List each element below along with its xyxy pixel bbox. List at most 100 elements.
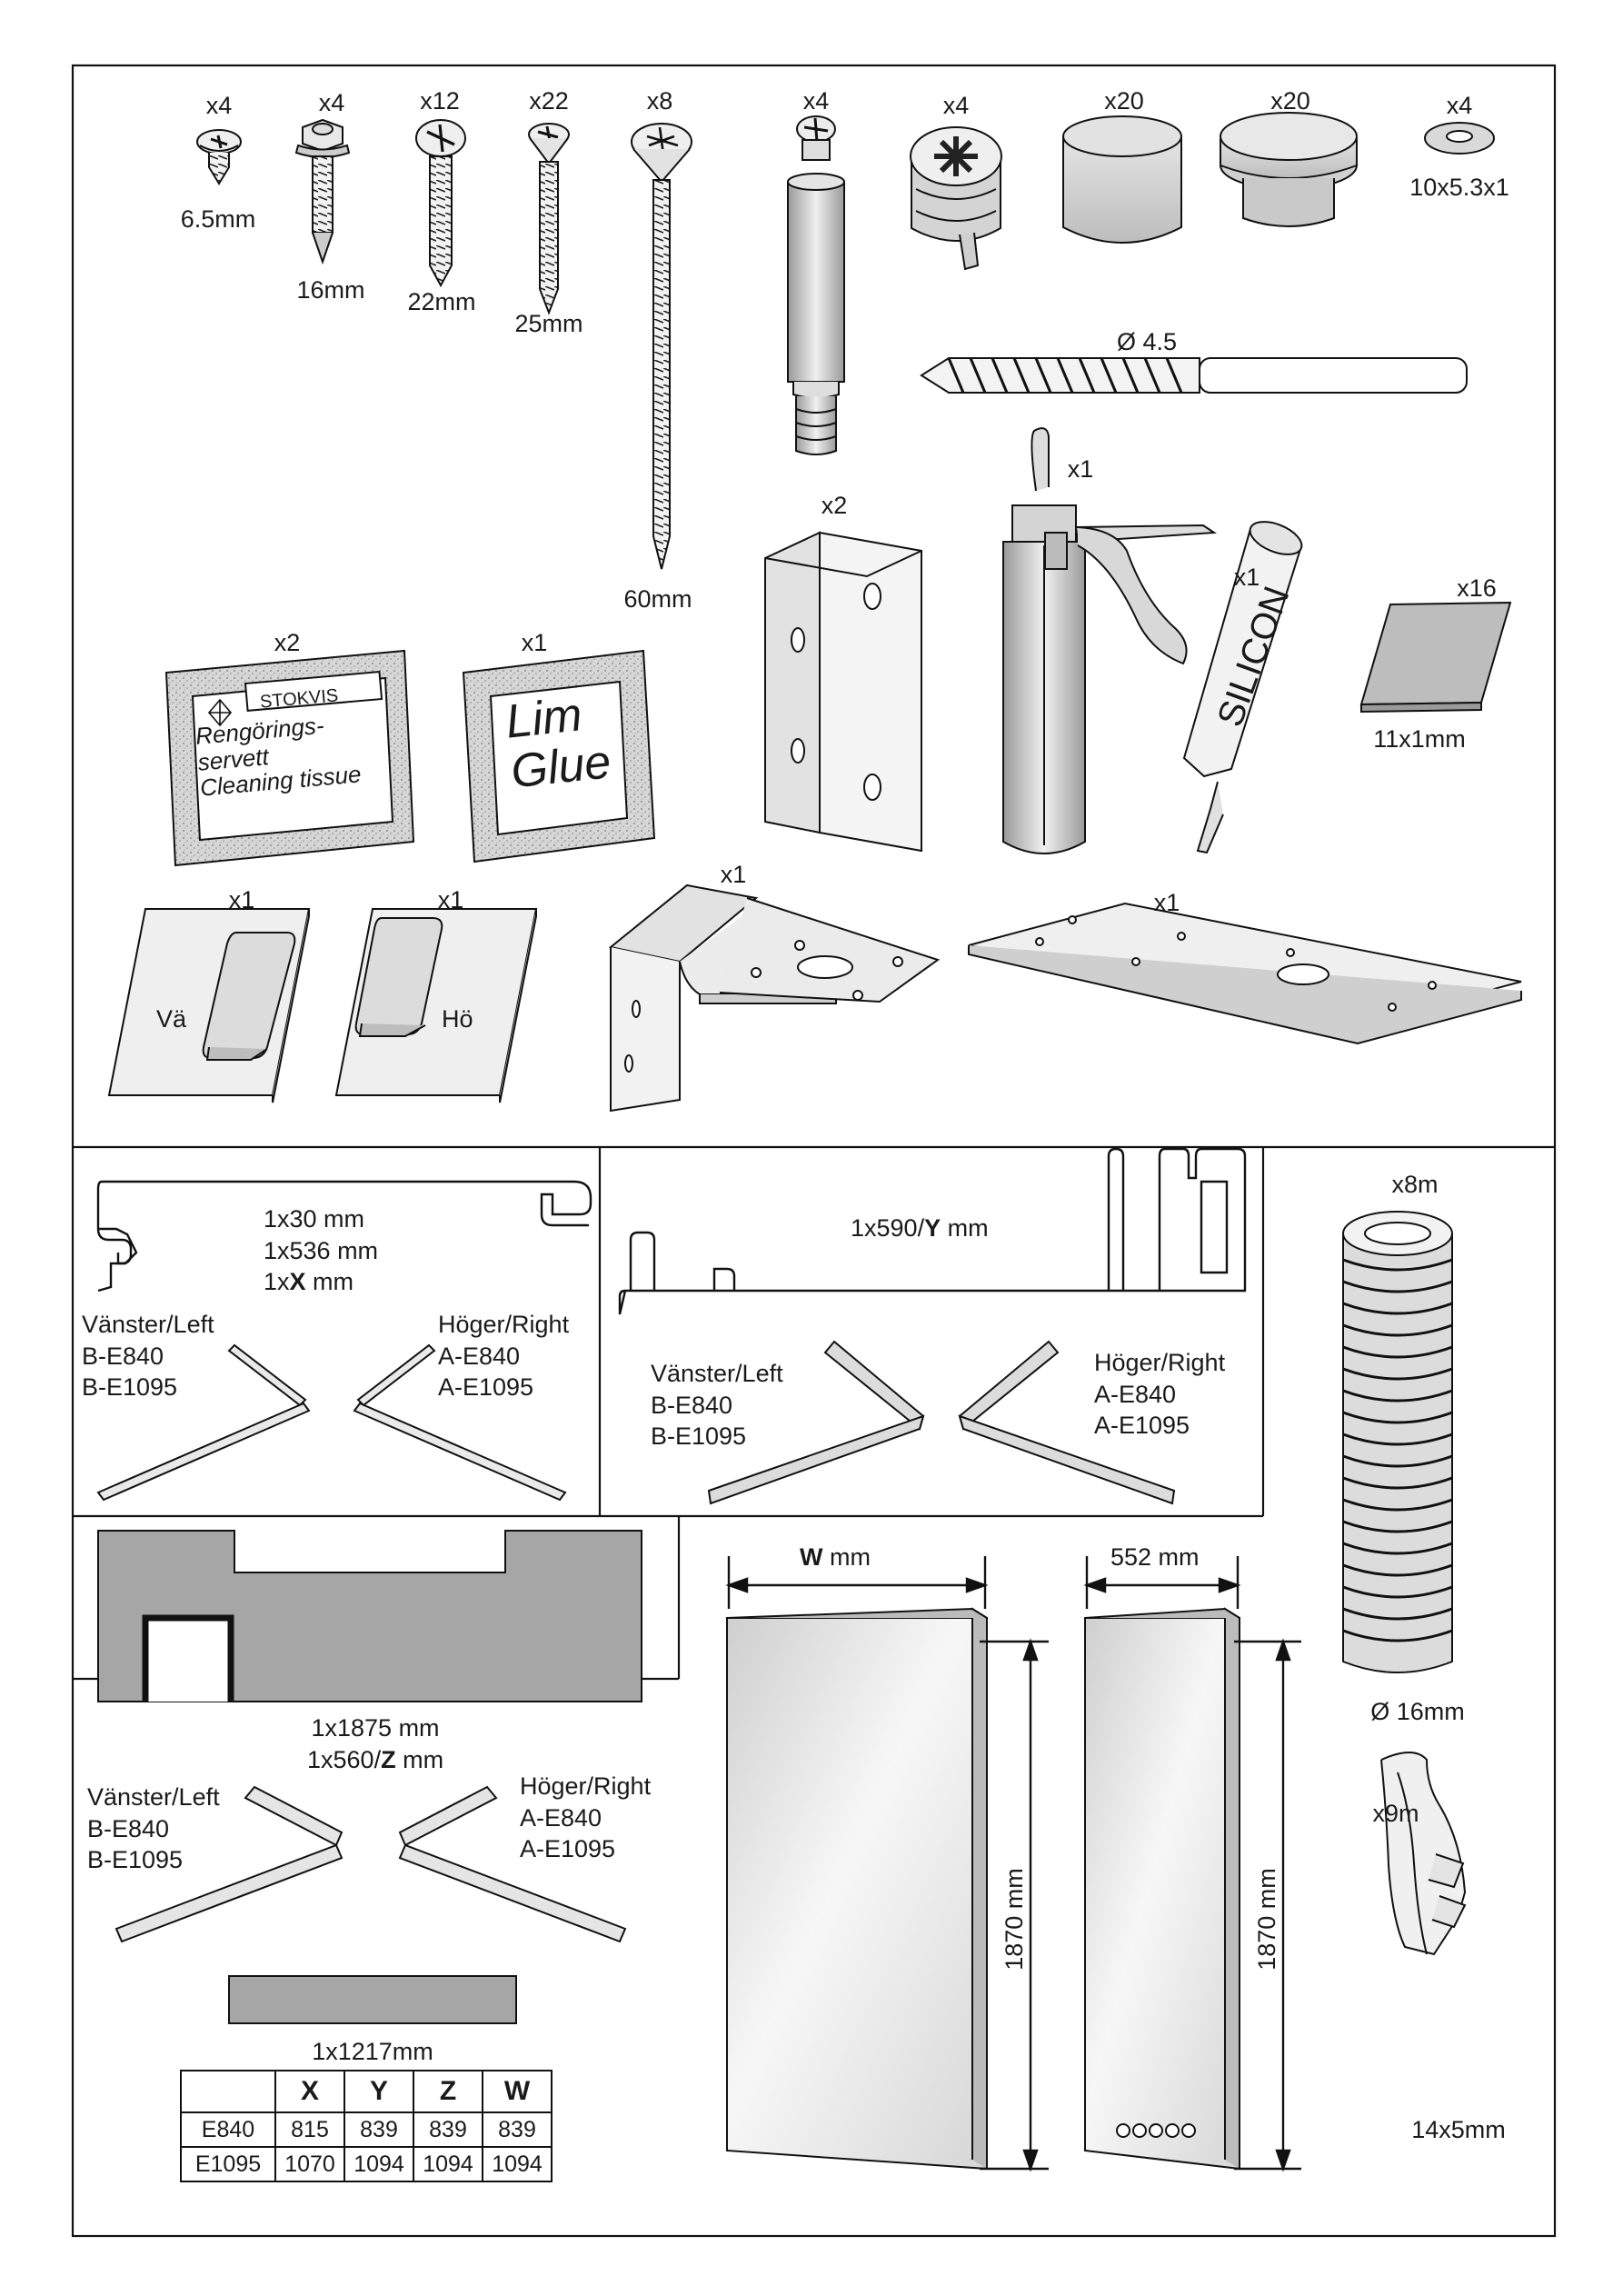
plate-profile-right-title: Höger/Right: [520, 1772, 652, 1800]
screw-small-size: 6.5mm: [180, 205, 256, 233]
seal-hose-drawing: [1342, 1211, 1453, 1673]
plate-profile-left-codes: Vänster/Left B-E840 B-E1095: [87, 1782, 220, 1876]
track-profile-right-codes: Höger/Right A-E840 A-E1095: [1094, 1347, 1225, 1442]
screw-60-size: 60mm: [623, 585, 692, 613]
table-header-cell: X: [274, 2070, 345, 2113]
top-profile-drawing: [96, 1180, 592, 1293]
tissue-text: Rengörings- servett Cleaning tissue: [194, 710, 363, 802]
plate-profile-left-code1: B-E840: [87, 1814, 170, 1842]
foot-cap-drawing: [1062, 115, 1182, 244]
plug-cap-drawing: [1220, 112, 1358, 227]
table-cell: 839: [413, 2111, 483, 2148]
panel-narrow-width-label: 552 mm: [1110, 1543, 1200, 1571]
washer-size: 10x5.3x1: [1409, 174, 1509, 201]
dimension-table: X Y Z W E840 815 839 839 839 E1095 1070 …: [180, 2070, 553, 2182]
table-row: E840 815 839 839 839: [180, 2111, 553, 2148]
bar-drawing: [228, 1975, 517, 2024]
top-profile-left-codes: Vänster/Left B-E840 B-E1095: [82, 1309, 214, 1403]
screw-small-qty: x4: [205, 92, 233, 119]
left-block-qty: x1: [228, 886, 255, 913]
table-cell: E1095: [180, 2146, 276, 2182]
track-profile-right-code2: A-E1095: [1094, 1412, 1190, 1440]
screw-22-qty: x12: [420, 87, 460, 115]
table-header-cell: Z: [413, 2070, 483, 2113]
plate-profile-line2: 1x560/Z mm: [307, 1745, 444, 1773]
height-dimension-line-wide: [980, 1638, 1049, 2172]
dimension-table-header: X Y Z W: [180, 2070, 553, 2113]
cam-lock-qty: x4: [942, 92, 970, 119]
plate-profile-corner-pieces: [115, 1785, 627, 1943]
angle-bracket-drawing: [764, 531, 922, 853]
track-profile-left-title: Vänster/Left: [651, 1360, 783, 1387]
caulking-gun-qty: x1: [1067, 455, 1094, 483]
top-profile-left-code2: B-E1095: [82, 1373, 178, 1402]
track-profile-corner-pieces: [707, 1340, 1176, 1505]
glass-panel-wide: [726, 1607, 988, 2171]
top-profile-line3: 1xX mm: [264, 1268, 354, 1296]
panel-narrow-height-label: 1870 mm: [1252, 1868, 1280, 1971]
tissue-qty: x2: [274, 629, 301, 656]
cleaning-tissue-drawing: [164, 649, 415, 867]
top-profile-right-code1: A-E840: [438, 1342, 521, 1370]
screw-hex-drawing: [294, 118, 351, 265]
drill-bit-size: Ø 4.5: [1116, 328, 1178, 355]
flat-plate-qty: x1: [1153, 889, 1180, 916]
height-dimension-line-narrow: [1234, 1638, 1301, 2172]
washer-qty: x4: [1446, 92, 1473, 119]
top-profile-left-title: Vänster/Left: [82, 1311, 214, 1338]
shim-size: 11x1mm: [1373, 725, 1466, 753]
screw-small-drawing: [196, 129, 242, 185]
track-profile-drawing: [618, 1147, 1247, 1315]
foot-cap-qty: x20: [1104, 87, 1144, 115]
track-profile-right-title: Höger/Right: [1094, 1349, 1226, 1376]
seal-strip-drawing: [1380, 1752, 1467, 1956]
plate-profile-sizes: 1x1875 mm 1x560/Z mm: [307, 1712, 443, 1775]
top-profile-sizes: 1x30 mm 1x536 mm 1xX mm: [264, 1203, 378, 1298]
table-row: E1095 1070 1094 1094 1094: [180, 2146, 553, 2182]
table-cell: 839: [344, 2111, 414, 2148]
glass-panel-narrow: [1084, 1607, 1240, 2171]
z-bracket-drawing: [608, 883, 941, 1113]
strip-size: 14x5mm: [1411, 2116, 1506, 2143]
plate-profile-right-code1: A-E840: [520, 1803, 602, 1832]
caulking-gun-drawing: [1002, 427, 1218, 854]
top-profile-left-code1: B-E840: [82, 1342, 164, 1370]
screw-22-drawing: [415, 119, 466, 288]
left-block-drawing: [107, 908, 311, 1103]
track-profile-left-code2: B-E1095: [651, 1423, 747, 1451]
cam-bolt-drawing: [787, 115, 845, 455]
plate-profile-line1: 1x1875 mm: [311, 1714, 440, 1742]
shim-drawing: [1359, 601, 1512, 714]
plug-cap-qty: x20: [1270, 87, 1310, 115]
table-cell: E840: [180, 2111, 276, 2148]
screw-22-size: 22mm: [407, 288, 476, 315]
table-cell: 839: [482, 2111, 553, 2148]
top-profile-right-code2: A-E1095: [438, 1373, 534, 1402]
flat-plate-drawing: [968, 902, 1522, 1045]
right-block-label: Hö: [442, 1005, 473, 1033]
silicone-tube-drawing: [1182, 521, 1303, 854]
hose-qty: x8m: [1391, 1171, 1439, 1198]
top-profile-line2: 1x536 mm: [264, 1236, 379, 1264]
bar-size: 1x1217mm: [312, 2038, 433, 2065]
left-block-label: Vä: [156, 1005, 187, 1033]
table-header-cell: W: [482, 2070, 553, 2113]
glue-drawing: [462, 649, 656, 863]
glue-qty: x1: [521, 629, 548, 656]
panel-wide-height-label: 1870 mm: [1000, 1868, 1028, 1971]
top-profile-line1: 1x30 mm: [264, 1205, 365, 1233]
frame: [71, 64, 1557, 2238]
table-cell: 1094: [413, 2146, 483, 2182]
plate-profile-left-title: Vänster/Left: [87, 1783, 220, 1811]
glue-line2: Glue: [508, 734, 613, 798]
shim-qty: x16: [1457, 574, 1497, 602]
drill-bit-drawing: [920, 357, 1468, 394]
silicone-qty: x1: [1233, 564, 1260, 591]
washer-drawing: [1424, 122, 1495, 155]
plate-profile-left-code2: B-E1095: [87, 1846, 184, 1874]
top-profile-right-codes: Höger/Right A-E840 A-E1095: [438, 1309, 569, 1403]
z-bracket-qty: x1: [720, 861, 747, 888]
cam-bolt-qty: x4: [802, 87, 830, 115]
table-cell: 1094: [344, 2146, 414, 2182]
track-profile-size: 1x590/Y mm: [851, 1214, 989, 1242]
